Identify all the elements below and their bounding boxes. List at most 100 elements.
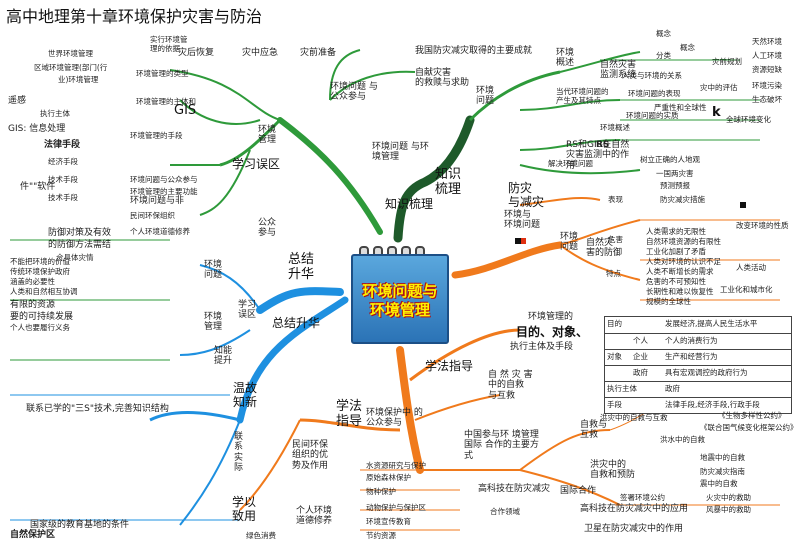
line-tr4	[519, 139, 621, 151]
bl-item-4: 传统环境保护政府	[10, 267, 70, 276]
br-item-0: 洪灾中的自救与互救	[600, 413, 668, 422]
tl-item-17: 技术手段	[48, 193, 78, 202]
bc-item-3: 动物保护与保护区	[366, 503, 426, 512]
label-env-q: 环境 问题	[204, 260, 223, 281]
label-disaster: 防灾 与减灾	[508, 181, 545, 209]
label-hazard: 危害	[608, 235, 623, 244]
tr-item-2: 概念	[680, 43, 695, 52]
label-env-problem: 环境 问题	[476, 86, 495, 107]
label-natural-disaster: 自然灾害 监测系统	[600, 60, 637, 81]
rm-item-8: 改变环境的性质	[736, 221, 789, 230]
line-tl6	[329, 70, 416, 101]
tr-item-22: 环境概述	[600, 123, 630, 132]
br-item-4: 《联合国气候变化框架公约》	[700, 423, 798, 432]
line-or14	[299, 418, 401, 432]
label-contribute: 自献灾害 的救赎与求助	[415, 68, 470, 89]
tr-item-0: 概念	[656, 29, 671, 38]
line-or1	[559, 219, 641, 246]
tr-item-21: 防灾减灾措施	[660, 195, 705, 204]
label-env-problem2: 环境与 环境问题	[504, 210, 541, 231]
label-learn-misunderstand: 学习误区	[232, 157, 281, 171]
label-knowledge2: 知识梳理	[385, 197, 434, 211]
rm-item-9: 人类活动	[736, 263, 766, 272]
line-or10	[519, 469, 621, 506]
label-public-part: 公众 参与	[258, 218, 277, 239]
line-tr1	[468, 70, 561, 122]
table-cell: 手段	[607, 400, 622, 409]
line-bl3	[199, 264, 261, 311]
table-cell: 目的	[607, 319, 622, 328]
center-line1: 环境问题与	[362, 282, 438, 300]
br-item-6: 洪水中的自救	[660, 435, 705, 444]
label-method2: 学法指导	[425, 359, 474, 373]
br-item-9: 风暴中的救助	[706, 505, 751, 514]
label-apply: 学以 致用	[232, 495, 257, 523]
label-personal: 个人环境 道德修养	[296, 506, 333, 527]
line-bl2	[179, 419, 241, 526]
table-cell: 具有宏观调控的政府行为	[665, 368, 748, 377]
line-tl2	[219, 118, 282, 167]
branch-knowledge	[393, 115, 475, 243]
bl-item-10: 国家级的教育基地的条件	[30, 520, 130, 530]
tl-item-22: 环境问题与非	[130, 196, 185, 206]
label-env-protect: 环境保护中 的 公众参与	[366, 408, 423, 429]
center-notebook: 环境问题与 环境管理	[339, 232, 457, 352]
label-disaster-prevention: 自然灾 害的防御	[586, 238, 623, 259]
tl-item-16: 技术手段	[48, 175, 78, 184]
center-cover: 环境问题与 环境管理	[351, 254, 449, 344]
tr-item-4: 分类	[656, 51, 671, 60]
br-item-8: 火灾中的救助	[706, 493, 751, 502]
tl-item-10: 遥感	[8, 96, 27, 106]
line-tr3	[519, 99, 621, 111]
rm-item-6: 长期性和难以恢复性	[646, 287, 714, 296]
label-env-problem3: 环境 问题	[560, 232, 579, 253]
table-row: 手段 法律手段,经济手段,行政手段	[605, 398, 791, 413]
tr-item-10: 环境问题的表现	[628, 89, 681, 98]
bc-item-0: 水资源研究与保护	[366, 461, 426, 470]
marker-black-2	[740, 202, 746, 208]
label-summary2: 总结升华	[272, 316, 321, 330]
table-cell: 执行主体	[607, 384, 637, 393]
tr-item-13: 严重性和全球性	[654, 103, 707, 112]
tl-item-6: 区域环境管理(部门(行	[34, 63, 108, 72]
line-or7	[409, 328, 521, 382]
tr-item-12: 当代环境问题的产生及其特点	[556, 87, 609, 105]
table-cell: 个人的消费行为	[665, 336, 718, 345]
label-method: 学法 指导	[336, 399, 363, 429]
tr-item-15: 全球环境变化	[726, 115, 771, 124]
label-env-overview: 环境 概述	[556, 48, 575, 69]
table-row: 对象 企业 生产和经营行为	[605, 350, 791, 366]
tl-item-12: GIS	[174, 103, 197, 118]
tr-item-18: 树立正确的人地观	[640, 155, 700, 164]
table-cell: 政府	[633, 368, 648, 377]
br-item-5: 签署环境公约	[620, 493, 665, 502]
label-express: 表现	[608, 195, 623, 204]
tr-item-19: 一国两灾害	[656, 169, 694, 178]
table-row: 政府 具有宏观调控的政府行为	[605, 366, 791, 382]
bc-item-6: 绿色消费	[246, 531, 276, 540]
tl-item-11: 执行主体	[40, 109, 70, 118]
bl-item-3: 不能把环境的价值	[10, 257, 70, 266]
line-tl4	[179, 99, 261, 125]
tl-item-14: 法律手段	[44, 140, 81, 150]
line-or15	[239, 419, 301, 511]
tr-item-8: 灾中的评估	[700, 83, 738, 92]
center-line2: 环境管理	[369, 300, 430, 319]
label-natural-coop: 自 然 灾 害 中的自救 与互救	[488, 370, 533, 401]
bl-item-2: 合具体灾情	[56, 253, 94, 262]
label-executor: 执行主体及手段	[510, 342, 574, 352]
br-item-1: 地震中的自救	[700, 453, 745, 462]
tr-item-7: 人类与环境的关系	[622, 71, 682, 80]
tr-item-1: 天然环境	[752, 37, 782, 46]
table-cell: 法律手段,经济手段,行政手段	[665, 400, 760, 409]
rm-item-4: 人类不断增长的需求	[646, 267, 714, 276]
tr-item-14: 环境问题的实质	[626, 111, 679, 120]
tr-item-6: 资源短缺	[752, 65, 782, 74]
branch-top	[277, 117, 383, 235]
bc-item-7: 高科技在防灾减灾	[478, 484, 551, 494]
bl-item-5: 涵盖的必要性	[10, 277, 55, 286]
br-item-10: 高科技在防灾减灾中的应用	[580, 504, 689, 514]
table-cell: 发展经济,提高人民生活水平	[665, 319, 758, 328]
bl-item-9: 要的可持续发展	[10, 312, 74, 322]
table-row: 目的 发展经济,提高人民生活水平	[605, 317, 791, 334]
